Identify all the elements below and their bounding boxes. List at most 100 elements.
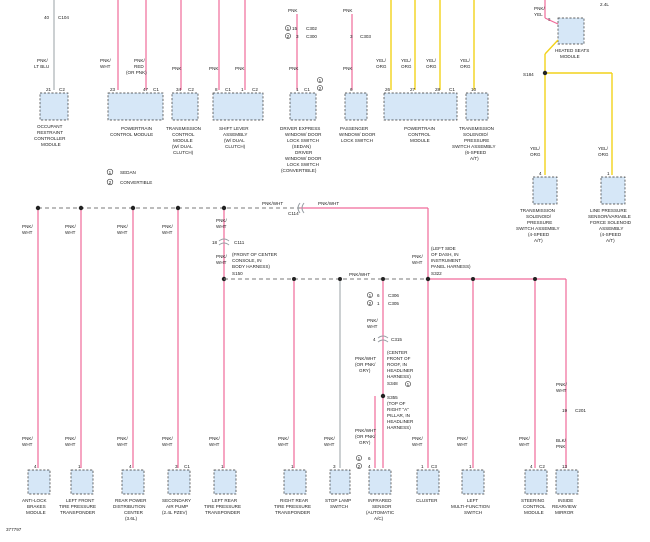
trans4-label-5: (4-SPEED <box>528 232 550 237</box>
lf-label-3: TRANSPONDER <box>60 510 96 515</box>
sub-node-3 <box>381 277 385 281</box>
drv-mark-1 <box>285 25 291 31</box>
legend-mark-1 <box>106 168 114 176</box>
trans4-pin: 4 <box>539 171 542 176</box>
pcm-color-2: WHT <box>100 64 111 69</box>
ir-pin-4: 4 <box>368 464 371 469</box>
shift-label-3: (W/ DUAL <box>224 138 245 143</box>
col-3a: PNK/ <box>117 224 128 229</box>
steer-conn: C2 <box>539 464 545 469</box>
pass-label-2: WINDOW/ DOOR <box>339 132 376 137</box>
blk-pnk-1: BLK/ <box>556 438 567 443</box>
pcm2-label-3: MODULE <box>410 138 430 143</box>
bot-5a: PNK/ <box>209 436 220 441</box>
rpdc-label-2: DISTRIBUTION <box>113 504 145 509</box>
yel-1a: YEL/ <box>376 58 387 63</box>
col-1b: WHT <box>22 230 33 235</box>
legend-mark-2-text: 2 <box>109 180 112 185</box>
ir-mark-2 <box>356 463 362 469</box>
drv-label-5: DRIVER <box>295 150 313 155</box>
mirror-label-2: REARVIEW <box>552 504 577 509</box>
splice-s355 <box>380 393 386 399</box>
ir-label-4: A/C) <box>374 516 384 521</box>
shift-pin-1: 1 <box>241 87 244 92</box>
linep-label-3: FORCE SOLENOID <box>590 220 632 225</box>
bot-8b: WHT <box>412 442 423 447</box>
linep-label-2: SENSOR/VARIABLE <box>588 214 631 219</box>
pcm-pin-47: 47 <box>143 87 149 92</box>
trans6-label-4: SWITCH ASSEMBLY <box>452 144 496 149</box>
bus-node-2 <box>78 205 84 211</box>
component-pcm <box>107 92 164 121</box>
component-infrared-sensor <box>368 469 392 495</box>
drv-sw-conn: C1 <box>304 87 310 92</box>
col-5b: WHT <box>216 224 227 229</box>
or-pnk2-2: (OR PNK/ <box>355 434 376 439</box>
or-pnk-1: PNK/WHT <box>355 356 376 361</box>
mf-label-1: LEFT <box>467 498 478 503</box>
rpdc-label-1: REAR POWER <box>115 498 147 503</box>
pcm-pin-23: 23 <box>110 87 116 92</box>
shift-conn-c1: C1 <box>225 87 231 92</box>
shift-label-2: ASSEMBLY <box>223 132 247 137</box>
trans6-label-3: PRESSURE <box>464 138 489 143</box>
sec-pin: 3 <box>175 464 178 469</box>
pass-pin: 3 <box>350 34 353 39</box>
bus-color-2: PNK/WHT <box>318 201 339 206</box>
linep-pin: 1 <box>607 171 610 176</box>
col-3b: WHT <box>117 230 128 235</box>
abs-pin: 4 <box>34 464 37 469</box>
pcm-red-1: PNK/ <box>134 58 145 63</box>
component-trans-solenoid-6spd <box>465 92 489 121</box>
drv-label-2: WINDOW/ DOOR <box>285 132 322 137</box>
bot-1b: WHT <box>22 442 33 447</box>
c306-label: C306 <box>388 293 399 298</box>
stop-label-2: SWITCH <box>330 504 348 509</box>
component-inside-mirror <box>555 469 579 495</box>
component-rpdc <box>121 469 145 495</box>
sub-node-4 <box>471 277 475 281</box>
rr-label-3: TRANSPONDER <box>275 510 311 515</box>
steer-label-3: MODULE <box>524 510 544 515</box>
col-5a: PNK/ <box>216 218 227 223</box>
drv-label-8: (CONVERTIBLE) <box>281 168 317 173</box>
cluster-color-2: WHT <box>412 260 423 265</box>
mf-label-3: SWITCH <box>464 510 482 515</box>
drv-mark-3-text: 1 <box>319 78 322 83</box>
c315-mark-2 <box>377 339 389 343</box>
c305-color-1: PNK/ <box>367 318 378 323</box>
col-4a: PNK/ <box>162 224 173 229</box>
splice-s322 <box>425 276 431 282</box>
pcm-red-2: RED <box>134 64 144 69</box>
pcm2-pin-26: 26 <box>385 87 391 92</box>
ir-pin-6: 6 <box>368 456 371 461</box>
c315-mark <box>377 335 389 339</box>
blk-pnk-2: PNK <box>556 444 566 449</box>
legend-text-1: SEDAN <box>120 170 136 175</box>
c111-note-1: (FRONT OF CENTER <box>232 252 278 257</box>
ir-label-1: INFRARED <box>368 498 392 503</box>
component-steering-control <box>524 469 548 495</box>
rr-label-1: RIGHT REAR <box>280 498 309 503</box>
lr-label-3: TRANSPONDER <box>205 510 241 515</box>
s184-right-2: ORG <box>598 152 609 157</box>
drv-label-6: WINDOW/ DOOR <box>285 156 322 161</box>
bus-node-1 <box>35 205 41 211</box>
legend: 1 SEDAN 2 CONVERTIBLE <box>106 168 152 186</box>
c111-pin: 18 <box>212 240 218 245</box>
c305-mark <box>367 300 373 306</box>
pass-color-top: PNK <box>343 8 353 13</box>
occupant-color-1: PNK/ <box>37 58 48 63</box>
stop-label-1: STOP LAMP <box>325 498 351 503</box>
heated-color-1: PNK/ <box>534 6 545 11</box>
c111-label: C111 <box>234 240 245 245</box>
c111-mark-2 <box>218 242 230 246</box>
component-stop-lamp <box>329 469 351 495</box>
component-passenger-switch <box>344 92 368 121</box>
a-pillar-4: HEADLINER <box>387 419 414 424</box>
a-pillar-2: RIGHT "A" <box>387 407 409 412</box>
tcm-label-4: (W/ DUAL <box>172 144 193 149</box>
occupant-label-4: MODULE <box>41 142 61 147</box>
yel-1b: ORG <box>376 64 387 69</box>
